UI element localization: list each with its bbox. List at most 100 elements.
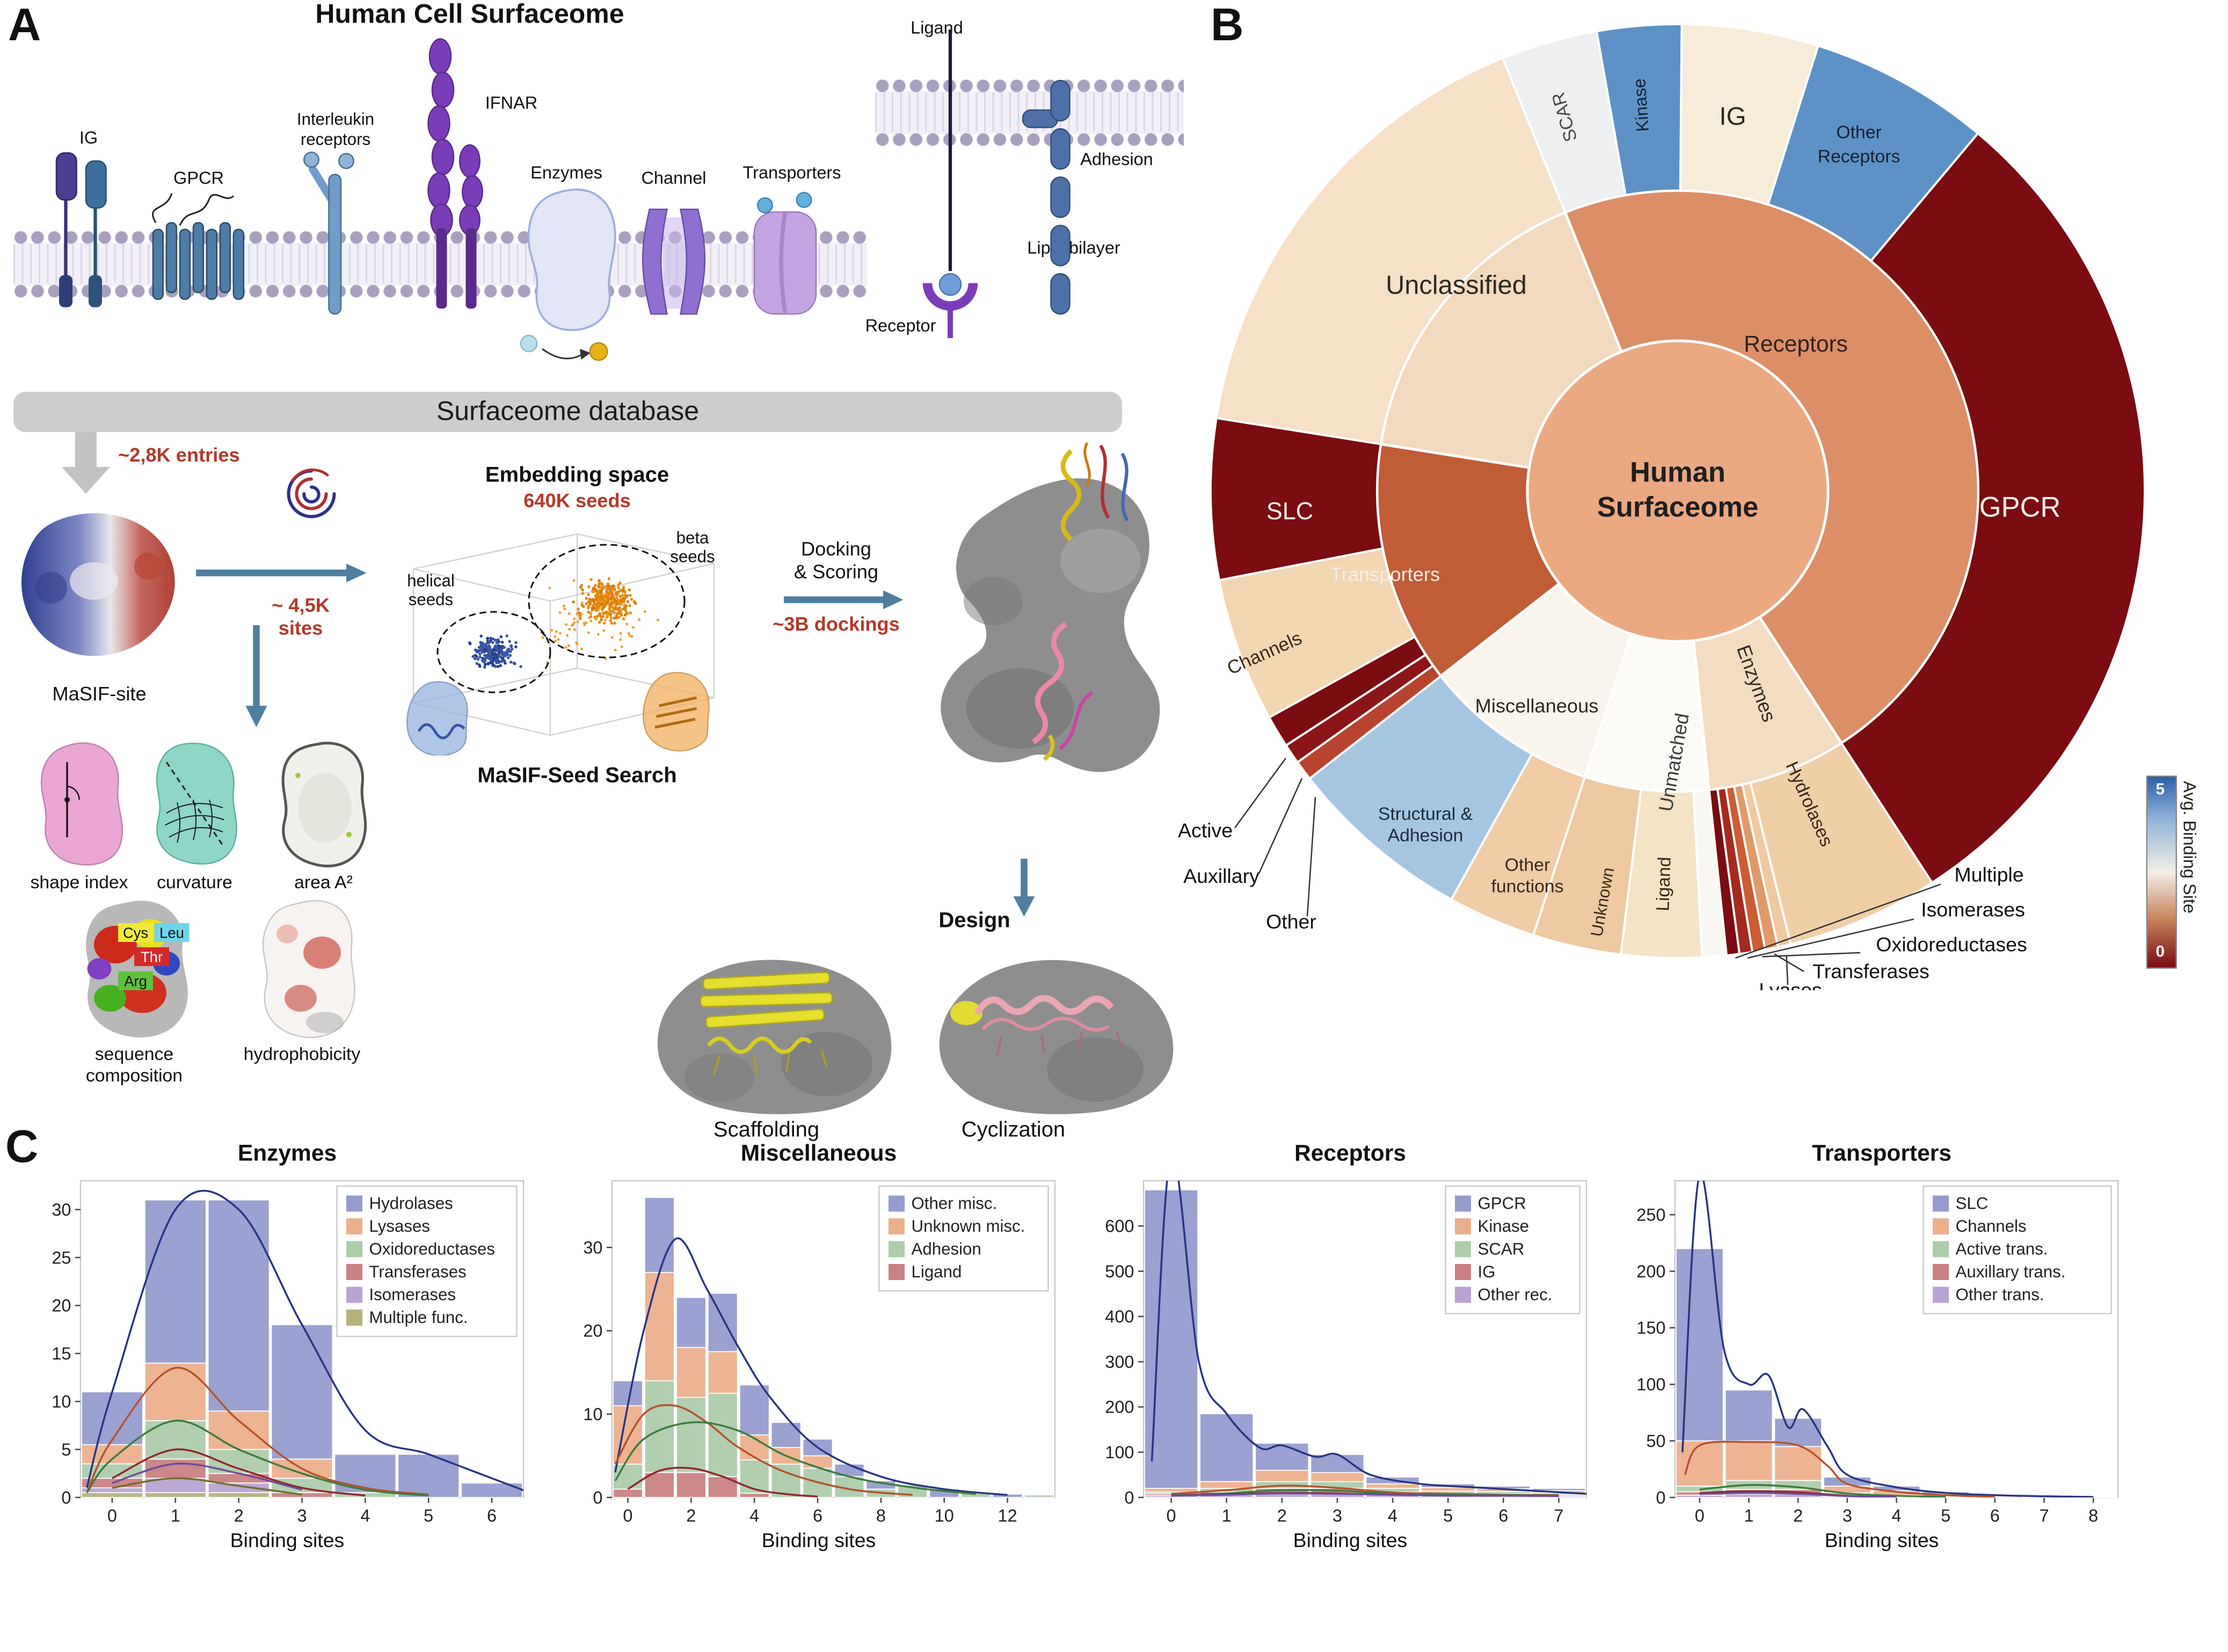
xtick: 4	[1388, 1506, 1397, 1525]
kde-curve	[86, 1420, 429, 1497]
ligand-label: Ligand	[911, 17, 963, 38]
ytick: 0	[61, 1488, 71, 1507]
curvature-label: curvature	[157, 872, 232, 893]
callout-label-multiple: Multiple	[1954, 864, 2023, 886]
bar-hydrolases	[271, 1324, 333, 1460]
ytick: 100	[1105, 1443, 1134, 1462]
bar-adhesion	[770, 1464, 802, 1498]
bar-slc	[1676, 1248, 1724, 1442]
legend-swatch	[346, 1286, 362, 1303]
bar-channels	[1724, 1440, 1773, 1481]
channel-label: Channel	[641, 167, 707, 188]
xtick: 8	[2088, 1506, 2098, 1525]
sunburst-center	[1526, 339, 1830, 643]
bar-unknown-misc-	[644, 1271, 675, 1381]
gpcr-protein-icon	[152, 193, 244, 300]
transporters-label: Transporters	[742, 162, 841, 182]
panel-b-letter: B	[1211, 0, 1244, 51]
callout-line-active	[1234, 757, 1287, 829]
area-surface	[281, 742, 367, 868]
bar-ligand	[644, 1472, 675, 1498]
legend-swatch	[1455, 1264, 1471, 1280]
kde-curve	[1699, 1492, 1897, 1497]
legend-label: Ligand	[912, 1262, 962, 1281]
xtick: 6	[1990, 1506, 2000, 1525]
histogram-receptors-xlabel: Binding sites	[1293, 1530, 1408, 1553]
callout-label-isomerases: Isomerases	[1921, 898, 2025, 921]
bar-multiple-func-	[81, 1492, 143, 1498]
histogram-miscellaneous-title: Miscellaneous	[740, 1141, 897, 1166]
bar-kinase	[1255, 1470, 1309, 1482]
kde-curve	[1151, 1181, 1586, 1495]
histogram-enzymes-title: Enzymes	[237, 1141, 337, 1166]
sunburst-label-ig: IG	[1719, 103, 1746, 131]
lipid-bilayer-label: Lipid bilayer	[1027, 237, 1120, 258]
bar-multiple-func-	[207, 1492, 270, 1498]
ig-protein-icon	[55, 152, 107, 308]
sunburst-label-other-receptors-1: Other	[1836, 122, 1881, 143]
bar-kinase	[1310, 1472, 1365, 1482]
legend-label: Unknown misc.	[912, 1217, 1025, 1236]
xtick: 1	[1222, 1506, 1232, 1525]
xtick: 0	[1167, 1506, 1176, 1525]
legend-swatch	[889, 1218, 905, 1234]
dockings-note: ~3B dockings	[773, 615, 900, 636]
fingerprint-icon	[287, 468, 336, 518]
sunburst-label-ligand: Ligand	[1652, 857, 1675, 912]
legend-box	[336, 1185, 518, 1337]
sites-note: ~ 4,5K sites	[272, 596, 330, 640]
legend-label: Multiple func.	[369, 1308, 468, 1327]
binding-site-colorbar	[2146, 776, 2177, 969]
entries-note: ~2,8K entries	[118, 445, 240, 467]
bar-channels	[1774, 1446, 1822, 1481]
colorbar-label: Avg. Binding Site	[2180, 781, 2200, 913]
ig-label: IG	[79, 127, 98, 148]
sunburst-center-label-1: Surfaceome	[1597, 492, 1759, 523]
ytick: 10	[52, 1392, 71, 1411]
xtick: 4	[1891, 1506, 1901, 1525]
embedding-seeds-note: 640K seeds	[523, 491, 631, 513]
channel-protein-icon	[642, 208, 706, 315]
callout-label-transferases: Transferases	[1812, 960, 1929, 983]
kde-curve	[614, 1237, 1008, 1496]
xtick: 2	[1277, 1506, 1287, 1525]
ytick: 0	[1124, 1488, 1134, 1507]
bar-hydrolases	[81, 1391, 143, 1445]
callout-line-other	[1306, 796, 1316, 917]
bar-oxidoreductases	[207, 1449, 270, 1474]
bar-isomerases	[81, 1487, 143, 1493]
legend-swatch	[889, 1264, 905, 1280]
xtick: 5	[1941, 1506, 1950, 1525]
enzymes-label: Enzymes	[530, 162, 602, 182]
sequence-composition-label: sequence composition	[85, 1044, 183, 1085]
bar-other-misc-	[707, 1292, 738, 1353]
docked-structure	[941, 442, 1160, 772]
bar-adhesion	[675, 1397, 707, 1473]
histogram-miscellaneous-xlabel: Binding sites	[761, 1530, 876, 1553]
bar-lysases	[144, 1362, 207, 1421]
bar-unknown-misc-	[675, 1347, 707, 1398]
bar-gpcr	[1531, 1488, 1586, 1492]
ytick: 200	[1105, 1398, 1134, 1417]
residue-arg: Arg	[124, 973, 147, 990]
residue-leu: Leu	[159, 925, 184, 941]
xtick: 4	[749, 1506, 759, 1525]
legend-box	[878, 1185, 1049, 1292]
legend-label: Oxidoreductases	[369, 1240, 496, 1259]
bar-other-trans-	[1724, 1493, 1773, 1498]
legend-swatch	[346, 1241, 362, 1258]
legend-swatch	[1933, 1195, 1949, 1212]
legend-swatch	[1933, 1286, 1949, 1303]
bar-kinase	[1421, 1487, 1475, 1492]
legend-swatch	[346, 1264, 362, 1280]
sunburst-label-slc: SLC	[1266, 498, 1314, 525]
bar-other-misc-	[675, 1297, 707, 1348]
arrow-to-docking-icon	[784, 590, 904, 609]
xtick: 2	[234, 1506, 244, 1525]
